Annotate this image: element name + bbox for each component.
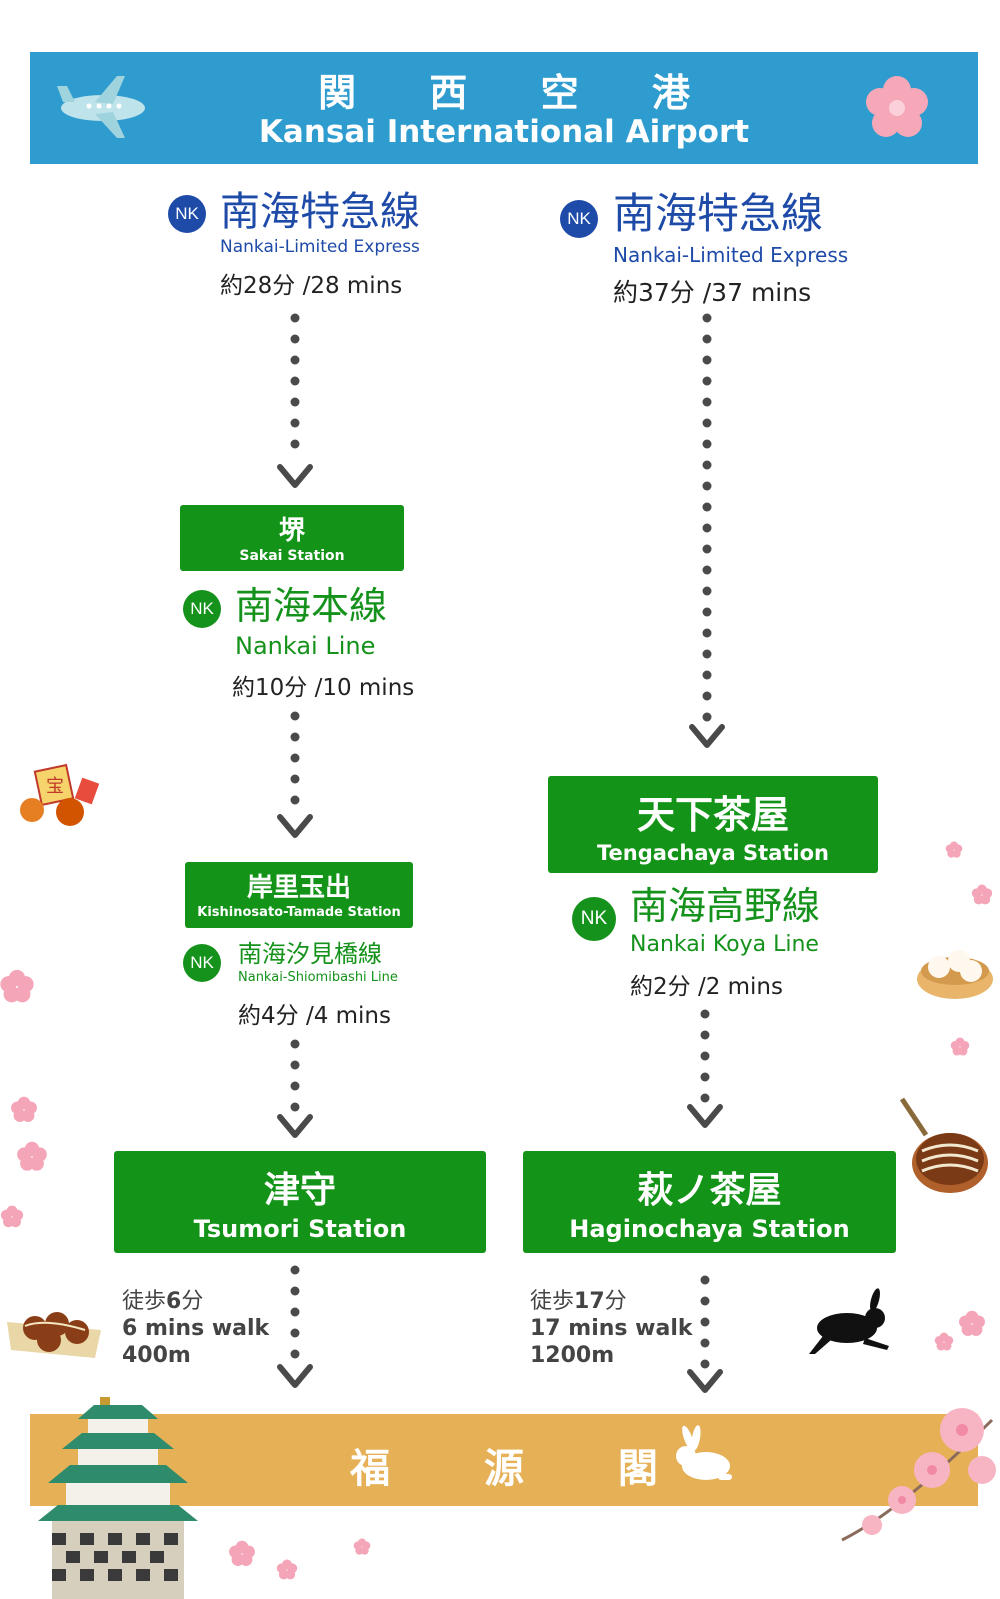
walk-time-en: 6 mins walk bbox=[122, 1316, 270, 1341]
dotted-arrow bbox=[687, 1275, 723, 1393]
dotted-arrow bbox=[277, 1039, 313, 1138]
sakura-petal-icon bbox=[229, 1540, 255, 1566]
destination-banner: 福 源 閣 bbox=[30, 1414, 978, 1506]
sakura-petal-icon bbox=[959, 1310, 985, 1336]
dotted-arrow bbox=[689, 313, 725, 748]
station-name-jp: 天下茶屋 bbox=[636, 793, 789, 837]
line-name-en: Nankai Line bbox=[235, 632, 376, 660]
chevron-down-icon bbox=[687, 1104, 723, 1128]
takoyaki-icon bbox=[7, 1312, 101, 1358]
line-name-en: Nankai-Limited Express bbox=[220, 237, 420, 257]
station-tsumori: 津守 Tsumori Station bbox=[114, 1151, 486, 1253]
sakura-petal-icon bbox=[0, 1205, 24, 1228]
line-name-jp: 南海高野線 bbox=[630, 884, 821, 928]
sakura-petal-icon bbox=[950, 1037, 970, 1056]
sakura-petal-icon bbox=[934, 1332, 954, 1351]
walk-time-jp: 徒歩17分 bbox=[530, 1289, 627, 1314]
dotted-arrow bbox=[687, 1009, 723, 1128]
chevron-down-icon bbox=[277, 814, 313, 838]
station-name-jp: 岸里玉出 bbox=[246, 873, 351, 903]
sakura-petal-icon bbox=[0, 969, 34, 1003]
station-haginochaya: 萩ノ茶屋 Haginochaya Station bbox=[523, 1151, 896, 1253]
airplane-icon bbox=[57, 76, 145, 138]
nk-badge: NK bbox=[183, 944, 221, 982]
destination-name: 福 源 閣 bbox=[350, 1446, 698, 1492]
walk-distance: 400m bbox=[122, 1343, 191, 1368]
sakura-branch-icon bbox=[841, 1408, 996, 1542]
lucky-charm-icon: 宝 bbox=[20, 763, 100, 826]
rabbit-icon bbox=[676, 1425, 732, 1480]
sakura-petal-icon bbox=[353, 1538, 371, 1555]
nk-badge: NK bbox=[168, 195, 206, 233]
station-name-jp: 萩ノ茶屋 bbox=[637, 1170, 782, 1211]
line-name-en: Nankai-Shiomibashi Line bbox=[238, 970, 398, 985]
dotted-arrow bbox=[277, 711, 313, 838]
sakura-petal-icon bbox=[11, 1096, 37, 1122]
chevron-down-icon bbox=[689, 724, 725, 748]
travel-time: 約37分 /37 mins bbox=[613, 278, 812, 307]
sakura-petal-icon bbox=[971, 884, 993, 905]
sakura-icon bbox=[866, 76, 928, 137]
chevron-down-icon bbox=[277, 1364, 313, 1388]
chevron-down-icon bbox=[277, 464, 313, 488]
origin-banner: 関 西 空 港 Kansai International Airport bbox=[30, 52, 978, 164]
dotted-arrow bbox=[277, 1265, 313, 1388]
station-name-en: Sakai Station bbox=[239, 548, 345, 564]
line-name-jp: 南海本線 bbox=[235, 584, 388, 628]
walk-time-en: 17 mins walk bbox=[530, 1316, 693, 1341]
station-name-jp: 津守 bbox=[263, 1170, 336, 1211]
travel-time: 約10分 /10 mins bbox=[232, 675, 415, 701]
origin-title-en: Kansai International Airport bbox=[258, 114, 750, 150]
travel-time: 約28分 /28 mins bbox=[220, 273, 403, 299]
chevron-down-icon bbox=[687, 1369, 723, 1393]
station-name-en: Tsumori Station bbox=[193, 1215, 407, 1243]
charm-glyph: 宝 bbox=[46, 776, 64, 797]
castle-icon bbox=[38, 1397, 198, 1599]
walk-time-jp: 徒歩6分 bbox=[122, 1289, 204, 1314]
station-kishinosato-tamade: 岸里玉出 Kishinosato-Tamade Station bbox=[185, 862, 413, 928]
nk-badge: NK bbox=[572, 897, 616, 941]
line-name-jp: 南海汐見橋線 bbox=[238, 940, 382, 968]
station-name-en: Tengachaya Station bbox=[597, 841, 829, 865]
station-name-jp: 堺 bbox=[278, 516, 305, 546]
chevron-down-icon bbox=[277, 1114, 313, 1138]
sakura-petal-icon bbox=[17, 1141, 47, 1171]
walk-distance: 1200m bbox=[530, 1343, 615, 1368]
station-sakai: 堺 Sakai Station bbox=[180, 505, 404, 571]
line-name-jp: 南海特急線 bbox=[220, 189, 420, 235]
nk-badge: NK bbox=[560, 200, 598, 238]
origin-title-jp: 関 西 空 港 bbox=[318, 71, 720, 115]
okonomiyaki-icon bbox=[899, 1097, 988, 1193]
black-rabbit-icon bbox=[809, 1288, 889, 1354]
station-tengachaya: 天下茶屋 Tengachaya Station bbox=[548, 776, 878, 873]
steamed-buns-icon bbox=[917, 950, 993, 999]
line-name-en: Nankai-Limited Express bbox=[613, 243, 849, 267]
line-name-en: Nankai Koya Line bbox=[630, 932, 819, 957]
walk-info: 徒歩6分 6 mins walk 400m bbox=[122, 1288, 269, 1369]
nk-badge: NK bbox=[183, 590, 221, 628]
travel-time: 約4分 /4 mins bbox=[238, 1003, 391, 1029]
dotted-arrow bbox=[277, 313, 313, 488]
walk-info: 徒歩17分 17 mins walk 1200m bbox=[530, 1288, 693, 1369]
sakura-petal-icon bbox=[945, 841, 963, 858]
travel-time: 約2分 /2 mins bbox=[630, 974, 783, 1000]
station-name-en: Haginochaya Station bbox=[569, 1215, 850, 1243]
station-name-en: Kishinosato-Tamade Station bbox=[197, 905, 401, 920]
sakura-petal-icon bbox=[276, 1559, 298, 1580]
line-name-jp: 南海特急線 bbox=[613, 189, 824, 238]
